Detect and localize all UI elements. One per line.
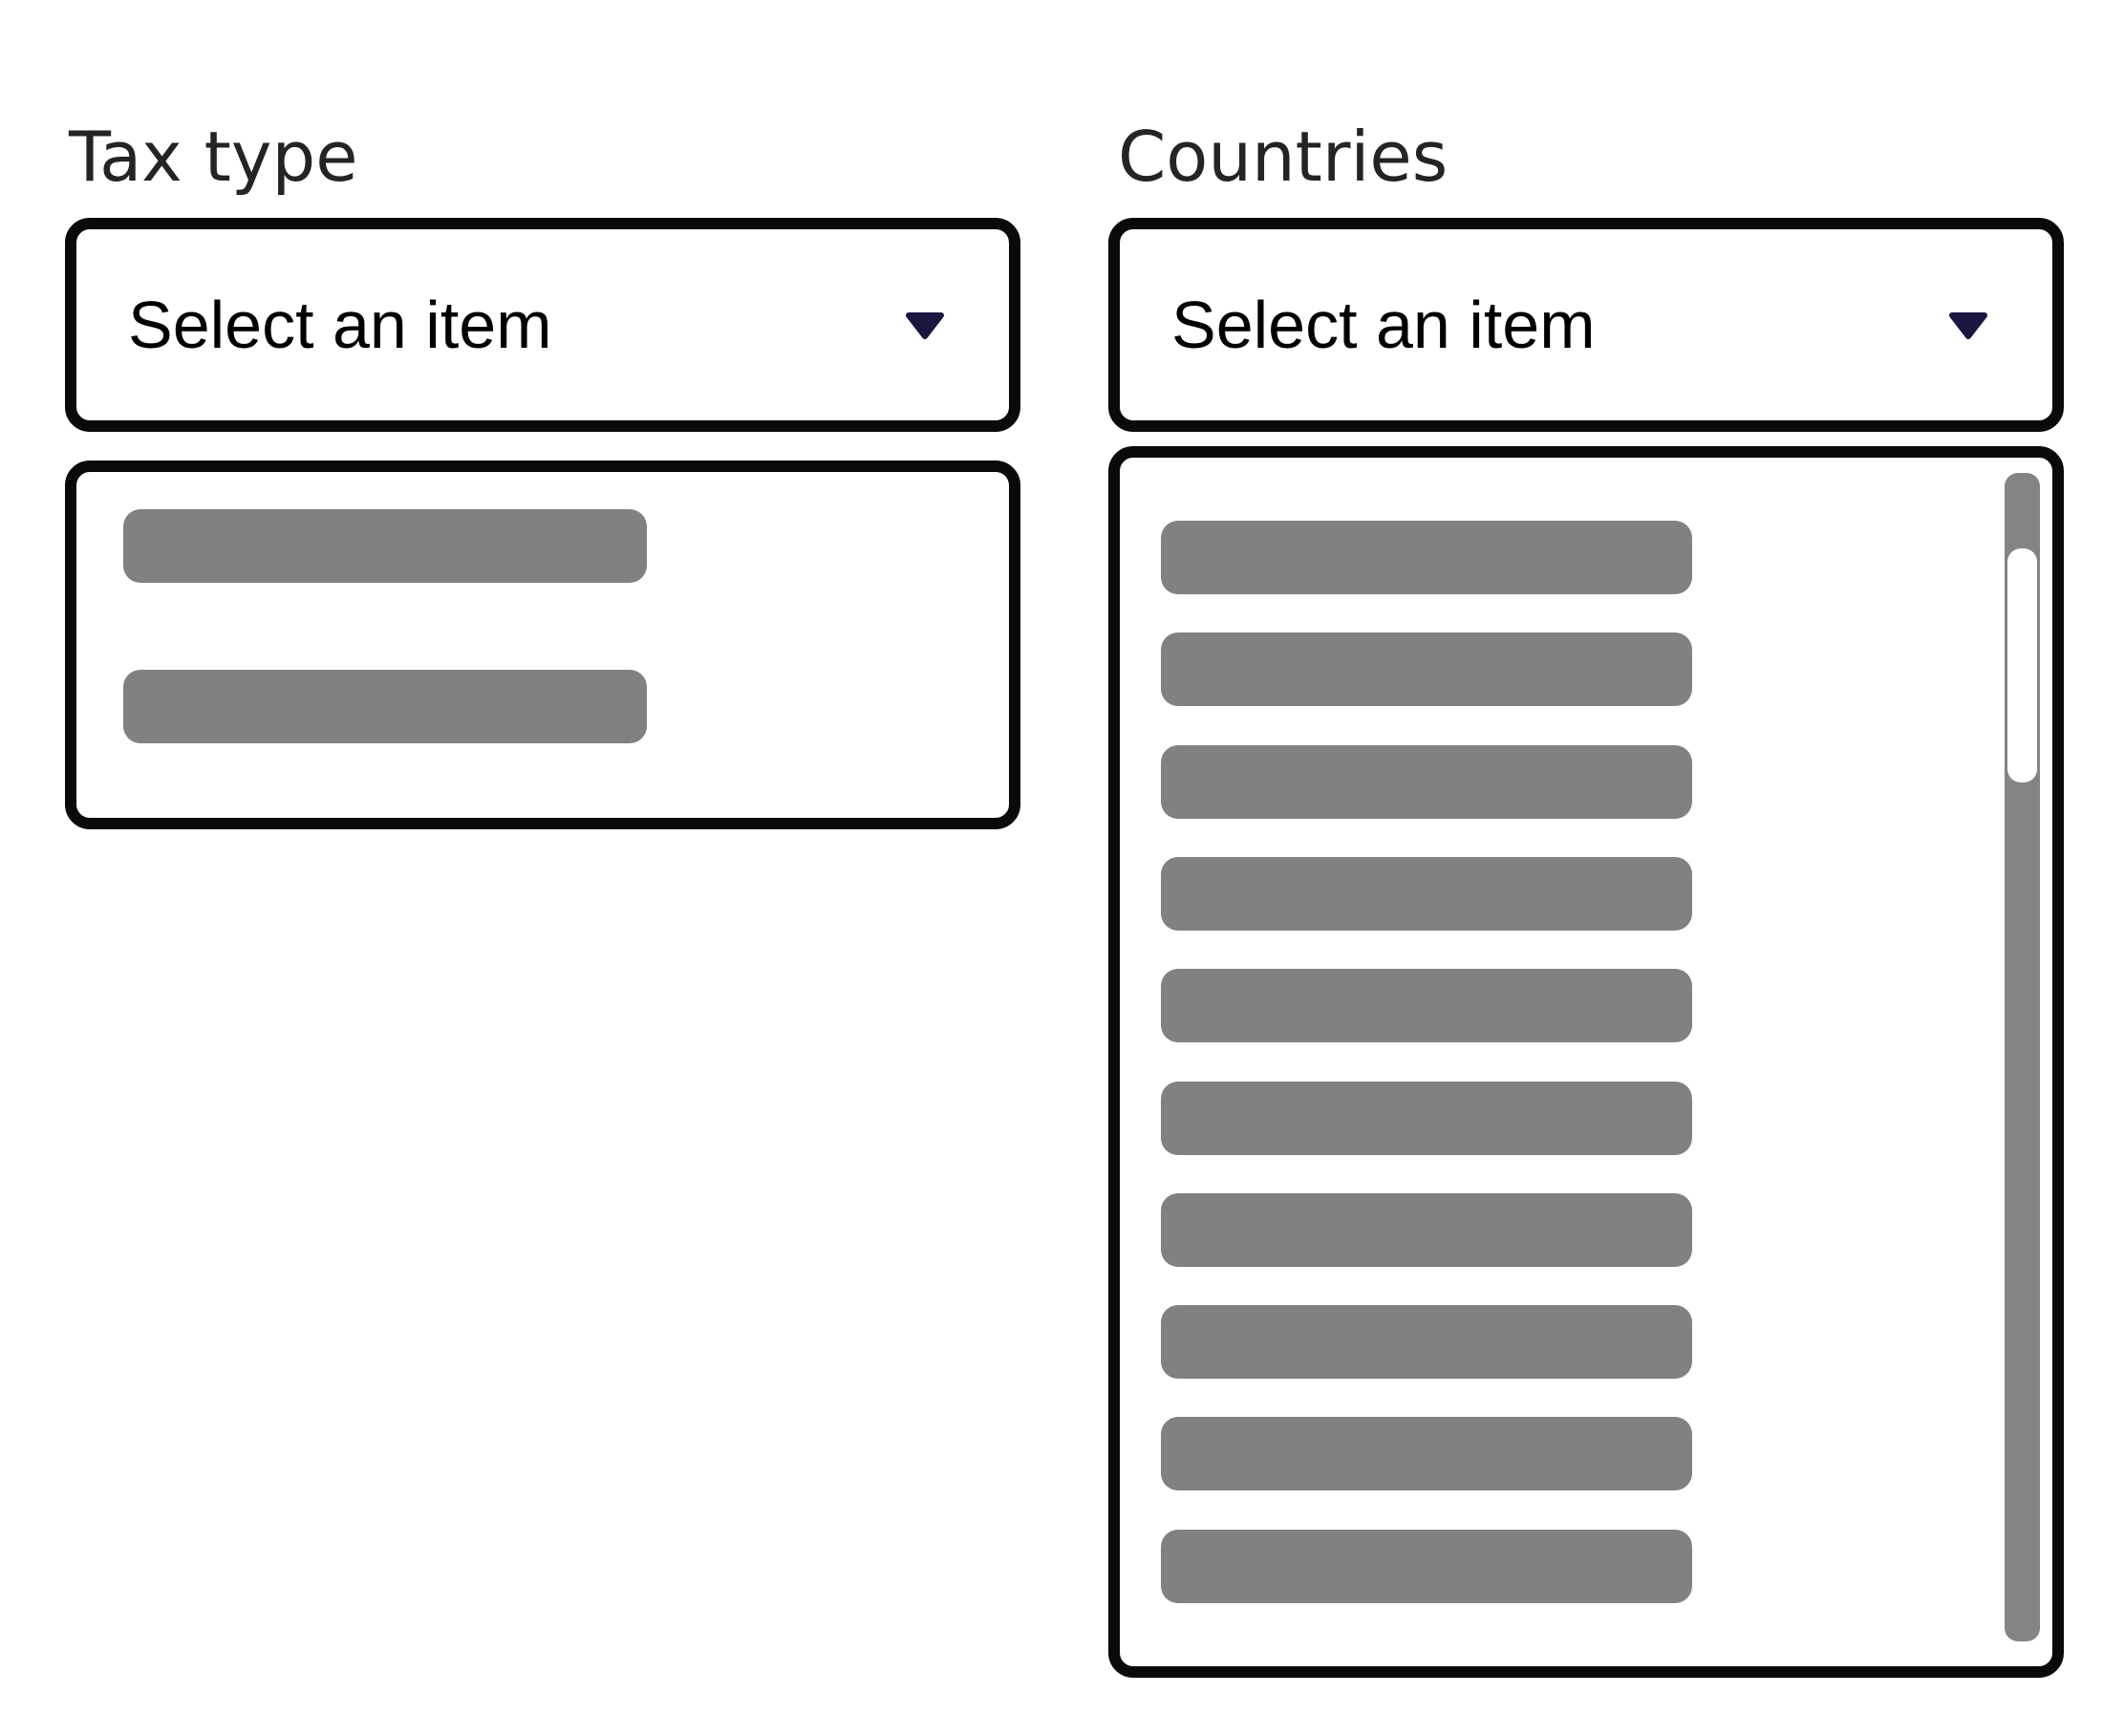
option-placeholder-bar[interactable] (1161, 1082, 1692, 1155)
countries-select[interactable]: Select an item (1108, 218, 2064, 432)
option-placeholder-bar[interactable] (1161, 521, 1692, 594)
option-placeholder-bar[interactable] (123, 670, 647, 743)
tax-type-options-listbox[interactable] (65, 461, 1020, 829)
option-placeholder-bar[interactable] (1161, 1305, 1692, 1379)
option-placeholder-bar[interactable] (1161, 857, 1692, 931)
chevron-down-icon (1947, 311, 1989, 340)
countries-options-listbox[interactable] (1108, 446, 2064, 1678)
option-placeholder-bar[interactable] (1161, 969, 1692, 1042)
option-placeholder-bar[interactable] (1161, 1417, 1692, 1490)
countries-label: Countries (1118, 117, 1448, 197)
tax-type-label: Tax type (69, 117, 358, 197)
chevron-down-icon (904, 311, 946, 340)
countries-select-value: Select an item (1171, 288, 1596, 362)
option-placeholder-bar[interactable] (1161, 1530, 1692, 1603)
tax-type-select-value: Select an item (128, 288, 552, 362)
option-placeholder-bar[interactable] (123, 509, 647, 583)
option-placeholder-bar[interactable] (1161, 632, 1692, 706)
option-placeholder-bar[interactable] (1161, 1193, 1692, 1267)
scrollbar-thumb[interactable] (2007, 548, 2037, 782)
tax-type-select[interactable]: Select an item (65, 218, 1020, 432)
scrollbar-track[interactable] (2005, 473, 2040, 1641)
option-placeholder-bar[interactable] (1161, 745, 1692, 819)
